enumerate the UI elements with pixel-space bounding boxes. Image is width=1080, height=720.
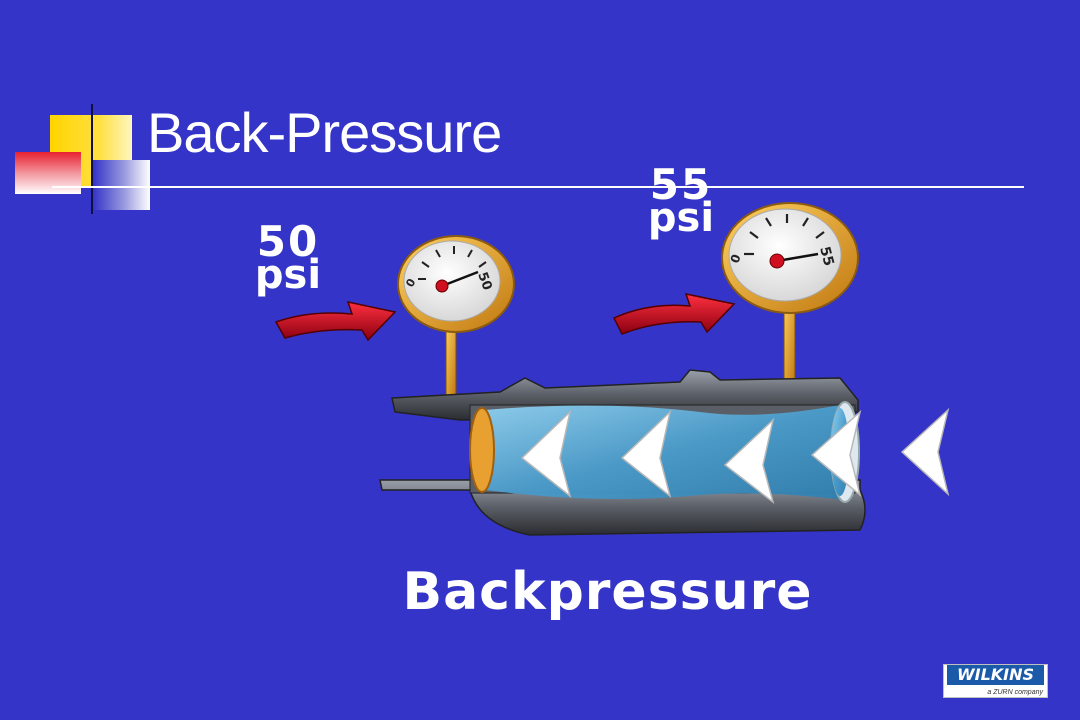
chevron-4-icon xyxy=(810,409,862,498)
logo-brand: WILKINS xyxy=(947,665,1044,685)
flow-chevrons xyxy=(520,407,950,504)
pressure-arrow-1-icon xyxy=(274,300,397,342)
title-underline xyxy=(52,186,1024,188)
pressure-arrow-2-icon xyxy=(612,292,736,335)
wilkins-logo: WILKINS a ZURN company xyxy=(943,664,1048,698)
decor-blue-square xyxy=(93,160,150,210)
gauge-1: 0 50 xyxy=(397,235,515,333)
chevron-2-icon xyxy=(620,409,672,498)
gauge-1-unit: psi xyxy=(254,252,322,299)
backpressure-caption: Backpressure xyxy=(402,562,813,622)
gauge-1-dial-max: 50 xyxy=(474,270,494,292)
gauge-2: 0 55 xyxy=(721,202,859,314)
chevron-5-icon xyxy=(900,407,950,497)
pipe-bottom-shell xyxy=(379,479,866,536)
gauge-1-stem xyxy=(445,324,457,396)
chevron-1-icon xyxy=(520,409,572,498)
logo-tagline: a ZURN company xyxy=(987,689,1043,696)
slide-title: Back-Pressure xyxy=(147,101,502,164)
gauge-2-unit: psi xyxy=(647,195,715,242)
chevron-3-icon xyxy=(723,417,775,504)
gauge-1-value: 50 xyxy=(256,217,320,266)
gauge-label-2: 55 psi xyxy=(640,160,722,242)
decor-vertical-line xyxy=(91,104,93,214)
gauge-label-1: 50 psi xyxy=(247,217,329,299)
gauge-2-dial-max: 55 xyxy=(816,245,836,268)
pipe-opening-left xyxy=(469,407,495,493)
gauge-2-value: 55 xyxy=(649,160,713,209)
